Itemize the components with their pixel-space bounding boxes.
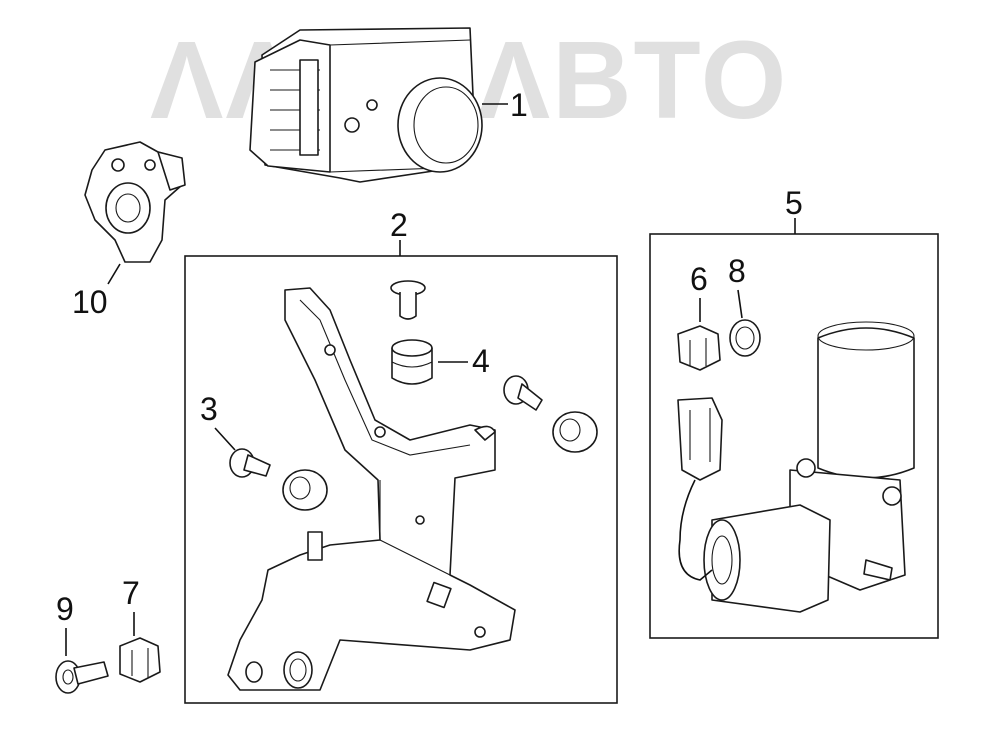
bolt-icon (503, 375, 543, 411)
callout-7: 7 (122, 575, 140, 611)
grommet-icon (282, 469, 328, 511)
sensor-icon (84, 141, 186, 263)
callout-10: 10 (72, 284, 108, 320)
callout-8: 8 (728, 253, 746, 289)
bolt-icon (229, 448, 271, 478)
leader-3 (214, 427, 236, 451)
grommet-icon (391, 339, 433, 385)
mounting-bracket-icon (227, 287, 516, 691)
washer-bolt-icon (55, 660, 109, 694)
abs-actuator-icon (249, 27, 483, 183)
callout-1: 1 (510, 87, 528, 123)
callout-9: 9 (56, 591, 74, 627)
leader-10 (107, 263, 121, 285)
pump-motor-assembly-icon (677, 321, 915, 613)
o-ring-icon (729, 319, 761, 357)
callout-4: 4 (472, 343, 490, 379)
bushing-icon (390, 280, 426, 320)
leader-8 (737, 289, 743, 319)
pump-group-frame (649, 233, 939, 639)
callout-5: 5 (785, 185, 803, 221)
callout-6: 6 (690, 261, 708, 297)
callout-3: 3 (200, 391, 218, 427)
bracket-group-frame (184, 255, 618, 704)
nut-icon (119, 637, 161, 683)
grommet-icon (552, 411, 598, 453)
callout-2: 2 (390, 207, 408, 243)
grommet-icon (677, 325, 721, 371)
